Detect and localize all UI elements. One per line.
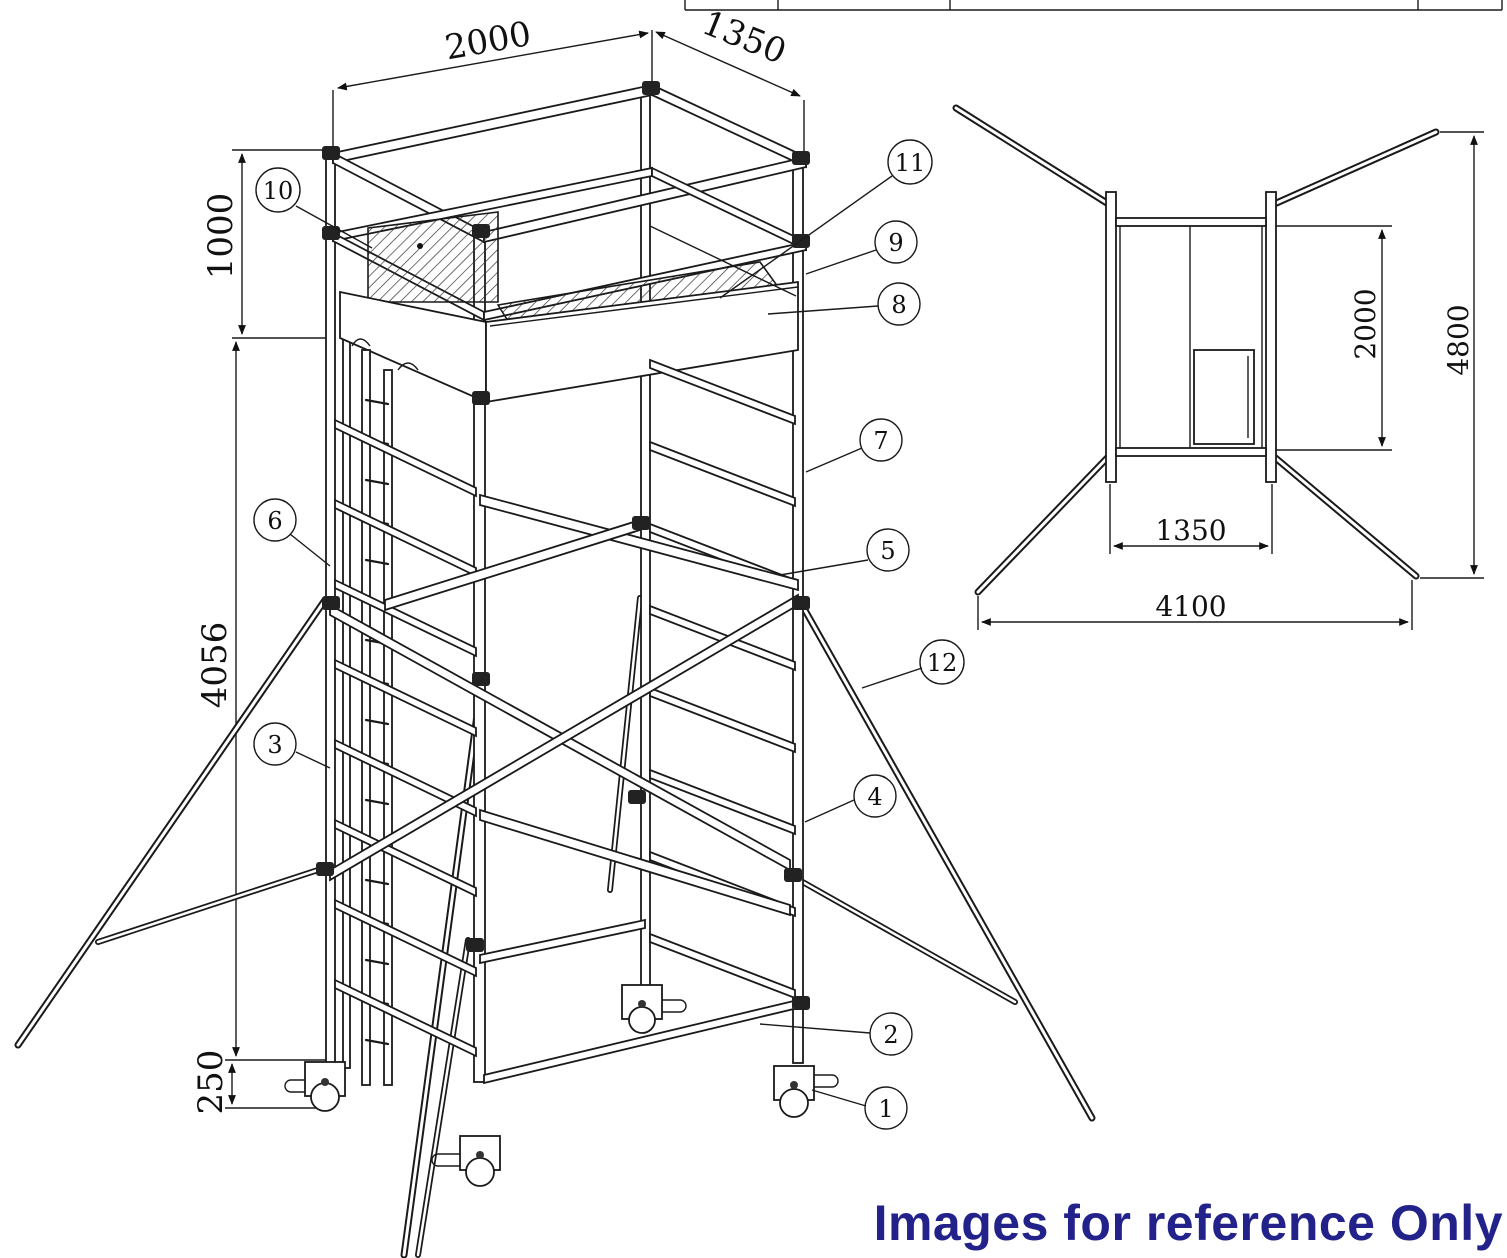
svg-text:9: 9	[888, 229, 903, 257]
base-height-label: 250	[191, 1050, 231, 1115]
callout-11: 11	[719, 139, 933, 299]
ladder-rung	[364, 798, 390, 806]
svg-text:2000: 2000	[1349, 288, 1382, 359]
svg-text:4100: 4100	[1155, 590, 1226, 623]
svg-text:8: 8	[891, 291, 906, 319]
svg-text:10: 10	[263, 177, 294, 205]
svg-text:1350: 1350	[1155, 514, 1226, 547]
clamp	[632, 516, 650, 530]
frame-rung	[334, 898, 477, 978]
clamp	[322, 596, 340, 610]
castor-wheel	[773, 1065, 839, 1118]
castor-wheel	[284, 1061, 346, 1112]
svg-text:6: 6	[267, 507, 282, 535]
callout-4: 4	[804, 774, 897, 823]
svg-text:5: 5	[880, 537, 895, 565]
callout-10: 10	[255, 167, 373, 249]
svg-text:11: 11	[895, 149, 926, 177]
guardrail-height-dimension: 1000	[201, 149, 330, 339]
svg-text:12: 12	[927, 649, 958, 677]
clamp	[472, 391, 490, 405]
plan-view: 2000 4800 1350 4100	[952, 104, 1484, 630]
callout-9: 9	[805, 220, 918, 275]
svg-text:7: 7	[873, 427, 888, 455]
ladder-rung	[364, 958, 390, 966]
working-height-label: 4056	[195, 622, 235, 709]
callout-7: 7	[805, 418, 903, 473]
svg-text:3: 3	[267, 731, 282, 759]
ladder-rung	[364, 398, 390, 406]
clamp	[472, 672, 490, 686]
ladder	[351, 338, 419, 1086]
clamp	[472, 224, 490, 238]
clamp	[322, 146, 340, 160]
diagonal-braces	[329, 493, 799, 1085]
frame-rung	[334, 658, 477, 738]
castor-wheel	[431, 1135, 501, 1187]
castor-wheels	[284, 984, 839, 1187]
clamp	[642, 81, 660, 95]
frame-rung	[649, 768, 796, 836]
frame-rung	[334, 818, 477, 898]
clamp	[322, 226, 340, 240]
clamp	[792, 151, 810, 165]
ladder-rung	[364, 558, 390, 566]
working-height-dimension: 4056	[195, 341, 240, 1057]
callout-1: 1	[811, 1086, 908, 1130]
svg-text:1: 1	[878, 1095, 893, 1123]
frame-rung	[334, 498, 477, 578]
svg-text:2: 2	[883, 1021, 898, 1049]
clamp	[316, 862, 334, 876]
clamp	[628, 790, 646, 804]
clamp	[466, 938, 484, 952]
ladder-rung	[364, 718, 390, 726]
outriggers	[14, 595, 1096, 1258]
frame-rung	[334, 738, 477, 818]
frame-rung	[649, 358, 796, 426]
callout-8: 8	[767, 282, 921, 326]
clamp	[792, 596, 810, 610]
ladder-rung	[364, 478, 390, 486]
callout-5: 5	[779, 528, 910, 576]
reference-disclaimer: Images for reference Only	[873, 1195, 1503, 1251]
frame-rung	[334, 418, 477, 498]
castor-wheel	[621, 984, 687, 1034]
callouts: 1 2 3 4 5	[253, 139, 965, 1130]
frame-rung	[334, 578, 477, 658]
platform-width-dimension: 1350	[1109, 484, 1273, 554]
frame-rung	[649, 686, 796, 754]
callout-12: 12	[861, 639, 965, 689]
frame-rung	[649, 440, 796, 508]
table-fragment	[684, 0, 1503, 11]
depth-label: 1350	[697, 3, 792, 73]
svg-text:4800: 4800	[1442, 304, 1475, 375]
svg-text:4: 4	[867, 783, 882, 811]
ladder-rung	[364, 878, 390, 886]
clamps	[316, 81, 810, 1010]
frame-rung	[334, 978, 477, 1058]
frame-rung	[649, 604, 796, 672]
platform	[339, 211, 799, 404]
overall-length-dimension: 4800	[1420, 131, 1484, 579]
callout-2: 2	[759, 1012, 913, 1056]
callout-6: 6	[253, 498, 331, 567]
guardrail-height-label: 1000	[201, 193, 241, 280]
callout-3: 3	[253, 722, 331, 769]
platform-length-dimension: 2000	[1276, 225, 1392, 451]
tower-view: 2000 1350 1000 4056 250	[14, 3, 1096, 1258]
ladder-rung	[364, 1038, 390, 1046]
width-label: 2000	[442, 14, 534, 68]
frame-rung	[649, 932, 796, 1000]
clamp	[784, 868, 802, 882]
frame-rungs	[334, 358, 796, 1058]
base-height-dimension: 250	[191, 1050, 330, 1115]
clamp	[792, 996, 810, 1010]
overall-width-dimension: 4100	[977, 580, 1413, 630]
